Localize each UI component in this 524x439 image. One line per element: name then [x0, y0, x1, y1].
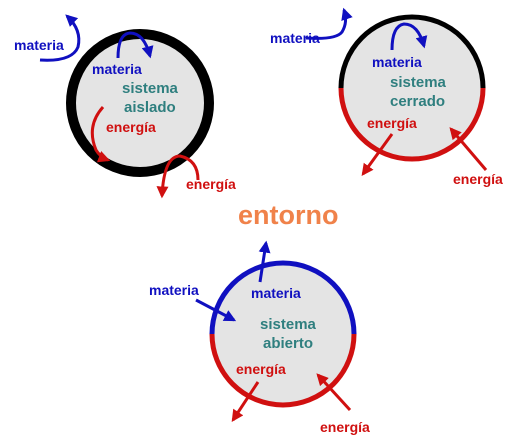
- closed-system-red-wall: [338, 87, 486, 162]
- open-incoming-energy-arrow: [316, 373, 352, 412]
- closed-system-body: [341, 17, 483, 159]
- closed-system: materia materia sistema cerrado energía …: [270, 7, 503, 187]
- isolated-inner-energy-arrow: [90, 106, 111, 163]
- isolated-system-wall: [66, 29, 214, 177]
- open-outer-matter-label: materia: [149, 282, 199, 298]
- closed-incoming-energy-arrow: [449, 127, 488, 171]
- open-incoming-matter-arrow: [195, 298, 237, 322]
- closed-outer-energy-label: energía: [453, 171, 503, 187]
- isolated-outer-matter-arrow: [39, 14, 81, 62]
- open-outgoing-energy-arrow: [231, 381, 260, 423]
- isolated-system-name-line2: aislado: [124, 99, 176, 116]
- open-system-red-wall: [209, 333, 357, 408]
- environment-title: entorno: [238, 200, 339, 230]
- closed-inner-matter-label: materia: [372, 54, 422, 70]
- isolated-inner-matter-arrow: [116, 31, 154, 59]
- closed-inner-energy-label: energía: [367, 115, 417, 131]
- closed-system-name-line2: cerrado: [390, 93, 445, 110]
- open-outer-energy-label: energía: [320, 419, 370, 435]
- closed-inner-matter-arrow: [390, 22, 428, 51]
- closed-system-black-wall: [338, 14, 486, 89]
- closed-outer-matter-label: materia: [270, 30, 320, 46]
- open-inner-matter-label: materia: [251, 285, 301, 301]
- open-outgoing-matter-arrow: [258, 240, 271, 283]
- isolated-outer-energy-arrow: [156, 154, 200, 199]
- open-system-body: [212, 263, 354, 405]
- isolated-system: materia materia sistema aislado energía …: [14, 14, 236, 199]
- isolated-inner-energy-label: energía: [106, 119, 156, 135]
- closed-system-name-line1: sistema: [390, 74, 447, 91]
- isolated-system-name-line1: sistema: [122, 80, 179, 97]
- open-inner-energy-label: energía: [236, 361, 286, 377]
- isolated-outer-energy-label: energía: [186, 176, 236, 192]
- closed-outer-matter-arrow: [305, 7, 353, 40]
- closed-outgoing-energy-arrow: [361, 133, 394, 176]
- open-system-name-line2: abierto: [263, 335, 313, 352]
- isolated-inner-matter-label: materia: [92, 61, 142, 77]
- open-system-blue-wall: [209, 260, 357, 335]
- open-system: materia materia sistema abierto energía …: [149, 240, 370, 435]
- isolated-outer-matter-label: materia: [14, 37, 64, 53]
- open-system-name-line1: sistema: [260, 316, 317, 333]
